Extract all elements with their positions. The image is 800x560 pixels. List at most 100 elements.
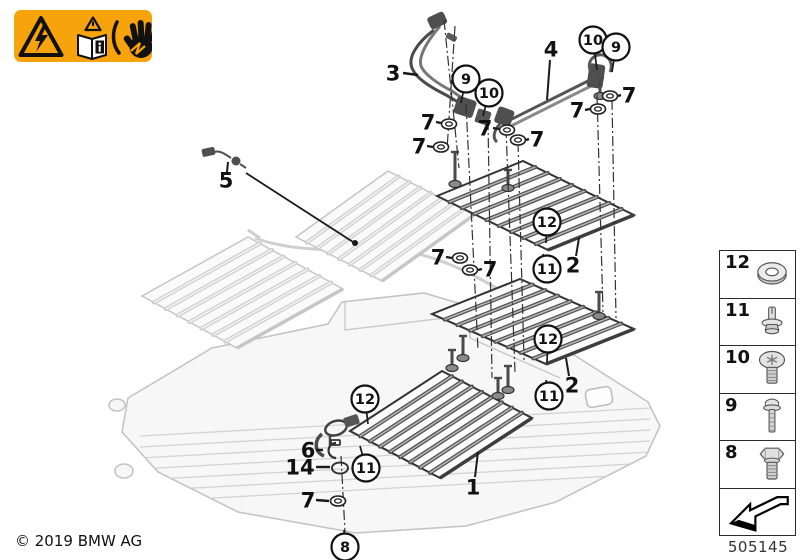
legend-item-9[interactable]: 9	[720, 394, 795, 441]
circled-callout-label[interactable]: 12	[538, 332, 558, 348]
circled-callout-11[interactable]: 11	[532, 253, 562, 284]
callout-label[interactable]: 4	[544, 38, 559, 62]
circled-callout-label[interactable]: 10	[583, 33, 603, 49]
circled-callout-label[interactable]: 8	[340, 540, 350, 556]
washer-icon	[601, 90, 619, 102]
callout-label[interactable]: 5	[219, 169, 234, 193]
callout-label[interactable]: 7	[412, 135, 427, 159]
coolant-hose-assembly	[409, 11, 492, 126]
circled-callout-12[interactable]: 12	[533, 324, 563, 364]
mounting-post	[491, 376, 505, 401]
legend-item-12[interactable]: 12	[720, 251, 795, 299]
washer-icon	[432, 141, 450, 153]
faded-cooling-plates	[140, 170, 476, 350]
legend-item-number: 8	[725, 442, 738, 463]
legend-item-number: 9	[725, 394, 738, 416]
circled-callout-10[interactable]: 10	[578, 25, 608, 71]
coolant-pipe	[492, 53, 613, 144]
hand-shock-icon	[111, 20, 158, 58]
mounting-post	[501, 364, 515, 395]
circled-callout-label[interactable]: 10	[479, 86, 499, 102]
copyright-notice: © 2019 BMW AG	[15, 532, 143, 550]
cooling-plate	[348, 369, 534, 480]
circled-callout-label[interactable]: 12	[537, 215, 557, 231]
callout-7[interactable]: 7	[461, 258, 498, 282]
circled-callout-label[interactable]: 9	[461, 72, 471, 88]
callout-14[interactable]: 14	[285, 456, 330, 480]
mounting-post	[445, 348, 459, 373]
mounting-post	[456, 334, 470, 363]
circled-callout-label[interactable]: 9	[611, 40, 621, 56]
callout-7[interactable]: 7	[301, 489, 347, 513]
circled-callout-label[interactable]: 11	[356, 461, 376, 477]
callout-7[interactable]: 7	[421, 111, 458, 135]
circled-callout-11[interactable]: 11	[351, 445, 381, 483]
callout-label[interactable]: 7	[421, 111, 436, 135]
legend-item-arrow[interactable]	[720, 489, 795, 536]
callout-7[interactable]: 7	[509, 128, 545, 152]
circled-callout-label[interactable]: 11	[539, 389, 559, 405]
callout-7[interactable]: 7	[601, 84, 637, 108]
callout-5[interactable]: 5	[219, 161, 234, 193]
callout-label[interactable]: 7	[622, 84, 637, 108]
mounting-post	[448, 150, 462, 189]
circled-callout-12[interactable]: 12	[532, 207, 562, 244]
callout-2[interactable]: 2	[565, 357, 580, 398]
direction-of-travel-arrow-icon	[725, 491, 791, 533]
callout-label[interactable]: 1	[466, 476, 481, 500]
warning-icons	[14, 10, 158, 62]
callout-label[interactable]: 7	[301, 489, 316, 513]
callout-label[interactable]: 3	[386, 62, 401, 86]
callout-label[interactable]: 7	[478, 117, 493, 141]
faded-plate	[294, 170, 476, 283]
cooling-plates	[348, 159, 637, 480]
circled-callout-9[interactable]: 9	[601, 32, 631, 73]
callout-label[interactable]: 2	[566, 254, 581, 278]
legend-item-number: 11	[725, 299, 751, 321]
callout-6[interactable]: 6	[301, 439, 323, 463]
callout-label[interactable]: 7	[483, 258, 498, 282]
callout-label[interactable]: 14	[285, 456, 314, 480]
faded-plate	[140, 236, 345, 350]
callout-1[interactable]: 1	[466, 451, 481, 500]
circled-callout-9[interactable]: 9	[451, 64, 481, 104]
pointer-line	[245, 172, 358, 246]
callout-4[interactable]: 4	[544, 38, 559, 101]
legend-item-8[interactable]: 8	[720, 441, 795, 489]
expansion-rivet-icon	[752, 300, 792, 344]
washer-icon	[589, 103, 607, 115]
callout-7[interactable]: 7	[570, 99, 607, 123]
legend-item-10[interactable]: 10	[720, 346, 795, 394]
callout-7[interactable]: 7	[412, 135, 450, 159]
callout-label[interactable]: 6	[301, 439, 316, 463]
callout-7[interactable]: 7	[431, 246, 469, 270]
circled-callout-8[interactable]: 8	[330, 529, 360, 560]
callout-label[interactable]: 7	[431, 246, 446, 270]
callout-3[interactable]: 3	[386, 62, 419, 86]
cooling-plate	[434, 159, 637, 252]
callout-label[interactable]: 2	[565, 374, 580, 398]
circled-callout-label[interactable]: 12	[355, 392, 375, 408]
callout-label[interactable]: 7	[570, 99, 585, 123]
hex-bolt-icon	[752, 442, 792, 486]
mounting-post	[592, 290, 606, 321]
circled-callout-12[interactable]: 12	[350, 384, 380, 425]
high-voltage-triangle-icon	[18, 16, 64, 57]
callout-7[interactable]: 7	[478, 117, 516, 141]
circled-callout-10[interactable]: 10	[474, 78, 504, 117]
legend-item-11[interactable]: 11	[720, 299, 795, 346]
long-screw-icon	[752, 395, 792, 439]
callout-2[interactable]: 2	[566, 237, 581, 278]
callout-label[interactable]: 7	[530, 128, 545, 152]
diagram-part-number: 505145	[727, 538, 789, 556]
circled-callout-label[interactable]: 11	[537, 262, 557, 278]
washer-icon	[329, 495, 347, 507]
coolant-lines-and-hardware	[201, 11, 613, 475]
pan-head-screw-icon	[752, 347, 792, 391]
circled-callout-11[interactable]: 11	[534, 379, 564, 411]
legend-item-number: 12	[725, 252, 751, 273]
